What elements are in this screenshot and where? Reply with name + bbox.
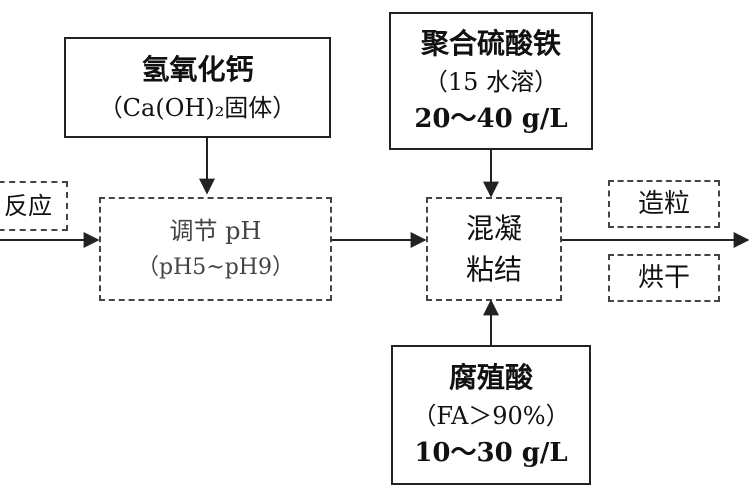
humic-acid-box: 腐殖酸 （FA＞90%） 10～30 g/L: [391, 345, 591, 485]
coagulation-line1: 混凝: [465, 212, 522, 245]
adjust-ph-line1: 调节 pH: [169, 217, 262, 246]
drying-box: 烘干: [608, 254, 720, 302]
ferric-sulfate-dosage: 20～40 g/L: [414, 104, 568, 135]
ferric-sulfate-box: 聚合硫酸铁 （15 水溶） 20～40 g/L: [389, 12, 593, 150]
reaction-box: 反应: [0, 181, 68, 231]
coagulation-line2: 粘结: [465, 253, 522, 286]
adjust-ph-box: 调节 pH （pH5~pH9）: [99, 197, 332, 301]
coagulation-box: 混凝 粘结: [426, 197, 562, 301]
calcium-hydroxide-box: 氢氧化钙 （Ca(OH)₂固体）: [64, 37, 331, 138]
adjust-ph-line2: （pH5~pH9）: [137, 255, 294, 281]
ferric-sulfate-title: 聚合硫酸铁: [420, 27, 561, 61]
humic-acid-dosage: 10～30 g/L: [414, 438, 568, 469]
ferric-sulfate-subtitle: （15 水溶）: [423, 68, 559, 97]
humic-acid-title: 腐殖酸: [448, 361, 533, 395]
reaction-label: 反应: [4, 192, 52, 220]
humic-acid-subtitle: （FA＞90%）: [412, 402, 570, 431]
drying-label: 烘干: [637, 262, 690, 293]
calcium-hydroxide-subtitle: （Ca(OH)₂固体）: [98, 94, 297, 122]
calcium-hydroxide-title: 氢氧化钙: [141, 53, 254, 86]
granulation-box: 造粒: [608, 180, 720, 228]
granulation-label: 造粒: [637, 188, 690, 219]
